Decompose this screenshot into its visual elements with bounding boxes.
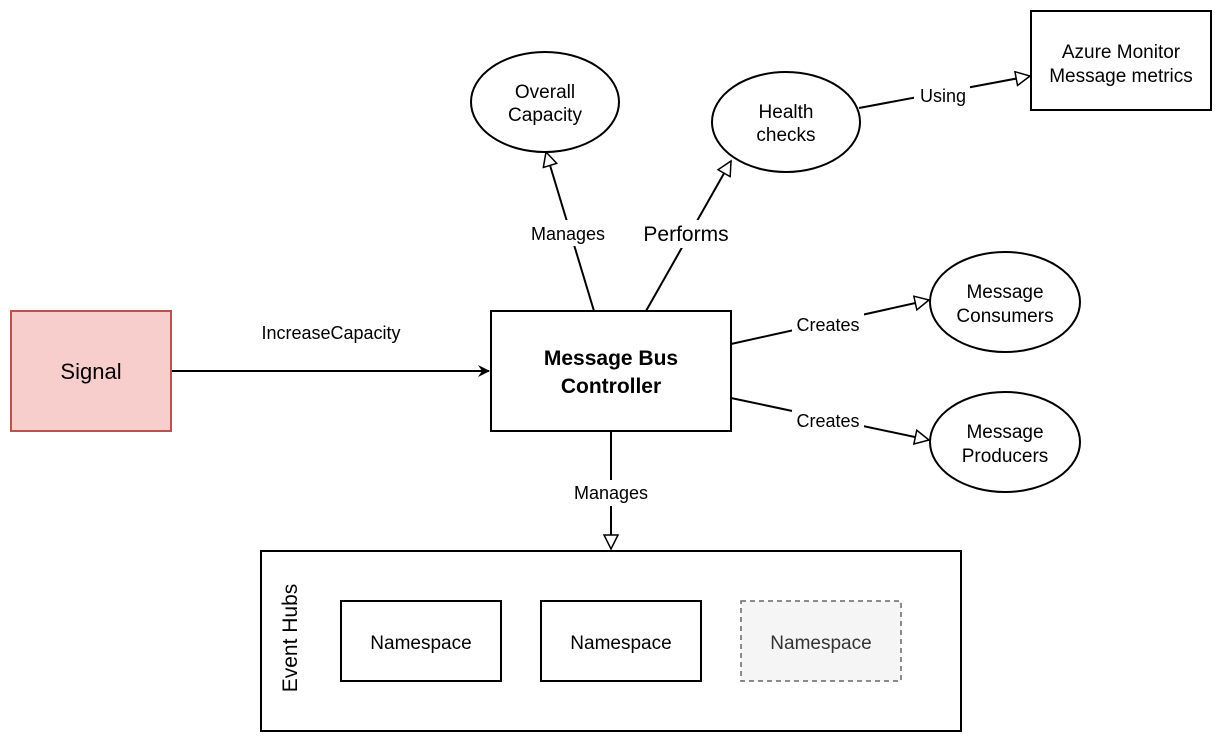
namespace-box[interactable]: Namespace [340, 600, 502, 682]
azure-monitor-line2: Message metrics [1049, 66, 1193, 87]
overall-capacity-line1: Overall [515, 82, 575, 103]
namespace-label: Namespace [770, 633, 871, 654]
edge-manages-event-hubs: Manages [566, 431, 656, 549]
edge-manages-capacity: Manages [524, 152, 612, 312]
namespace-label: Namespace [570, 633, 671, 654]
overall-capacity-line2: Capacity [508, 105, 582, 126]
azure-monitor-node[interactable]: Azure Monitor Message metrics [1030, 10, 1212, 111]
edge-label-creates-consumers: Creates [796, 315, 859, 335]
health-checks-line2: checks [756, 125, 815, 146]
edge-using: Using [858, 76, 1030, 109]
signal-node[interactable]: Signal [10, 310, 172, 432]
health-checks-node[interactable]: Health checks [711, 71, 861, 173]
message-producers-line1: Message [966, 422, 1043, 443]
edge-label-using: Using [920, 86, 966, 106]
message-consumers-line1: Message [966, 282, 1043, 303]
edge-increase-capacity: IncreaseCapacity [172, 323, 490, 377]
event-hubs-group[interactable]: Event Hubs Namespace Namespace Namespace [260, 550, 962, 732]
namespace-box[interactable]: Namespace [540, 600, 702, 682]
event-hubs-title: Event Hubs [279, 584, 302, 693]
edge-label-manages-event-hubs: Manages [574, 483, 648, 503]
namespace-box-pending[interactable]: Namespace [740, 600, 902, 682]
health-checks-line1: Health [759, 102, 814, 123]
controller-label-line1: Message Bus [544, 347, 678, 370]
edge-creates-consumers: Creates [730, 300, 929, 345]
edge-label-performs: Performs [643, 223, 728, 246]
message-bus-controller-node[interactable]: Message Bus Controller [490, 310, 732, 432]
namespace-label: Namespace [370, 633, 471, 654]
message-consumers-node[interactable]: Message Consumers [929, 251, 1081, 353]
azure-monitor-line1: Azure Monitor [1062, 42, 1181, 63]
signal-label: Signal [60, 359, 121, 384]
edge-label-increase-capacity: IncreaseCapacity [261, 323, 400, 343]
message-consumers-line2: Consumers [956, 306, 1053, 327]
edge-performs: Performs [638, 161, 734, 312]
message-producers-node[interactable]: Message Producers [929, 391, 1081, 493]
edge-label-creates-producers: Creates [796, 411, 859, 431]
message-producers-line2: Producers [962, 446, 1049, 467]
controller-label-line2: Controller [561, 375, 661, 398]
edge-creates-producers: Creates [730, 397, 929, 440]
edge-label-manages-capacity: Manages [531, 224, 605, 244]
overall-capacity-node[interactable]: Overall Capacity [470, 51, 620, 153]
